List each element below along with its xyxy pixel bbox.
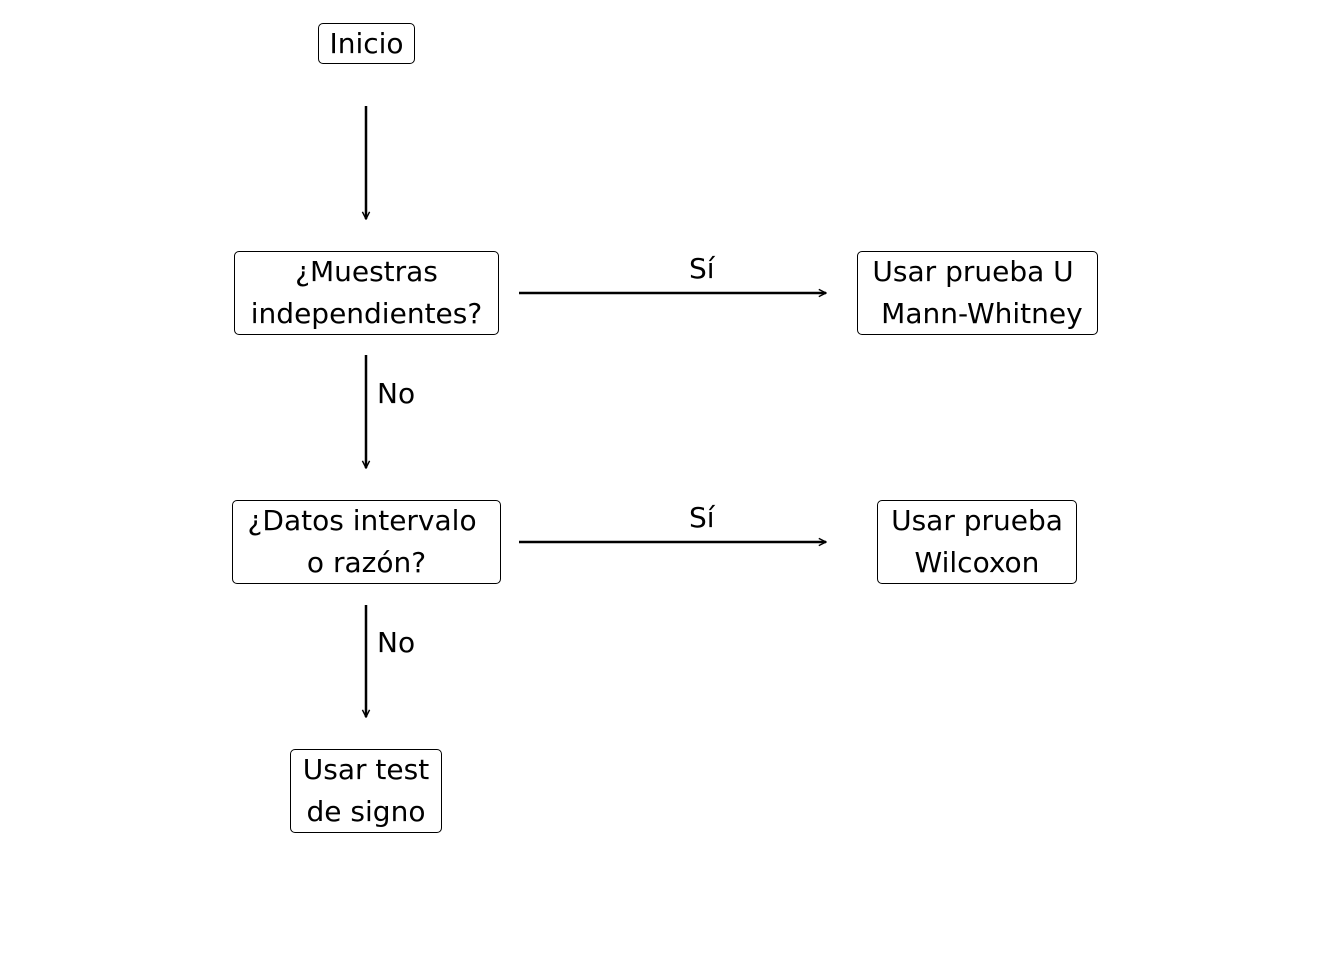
node-label-line: Mann-Whitney <box>872 297 1083 330</box>
edge-label-yes: Sí <box>689 252 715 285</box>
node-result-wilcoxon: Usar prueba Wilcoxon <box>877 500 1077 584</box>
node-label-line: Usar prueba U <box>872 255 1083 288</box>
node-question-interval-data: ¿Datos intervalo o razón? <box>232 500 501 584</box>
node-label-line: de signo <box>306 795 426 828</box>
node-label-line: o razón? <box>306 546 427 579</box>
node-label-line: ¿Datos intervalo <box>247 504 486 537</box>
node-label-line: Wilcoxon <box>914 546 1040 579</box>
node-result-mann-whitney: Usar prueba U Mann-Whitney <box>857 251 1098 335</box>
node-question-independent-samples: ¿Muestras independientes? <box>234 251 499 335</box>
edge-label-no: No <box>377 377 416 410</box>
node-start: Inicio <box>318 23 415 64</box>
node-label-line: Usar prueba <box>891 504 1063 537</box>
node-label-line: ¿Muestras <box>295 255 438 288</box>
node-label-line: independientes? <box>250 297 483 330</box>
node-label-line: Usar test <box>302 753 430 786</box>
edge-label-no: No <box>377 626 416 659</box>
node-start-label: Inicio <box>329 26 404 60</box>
edge-label-yes: Sí <box>689 501 715 534</box>
node-result-sign-test: Usar test de signo <box>290 749 442 833</box>
